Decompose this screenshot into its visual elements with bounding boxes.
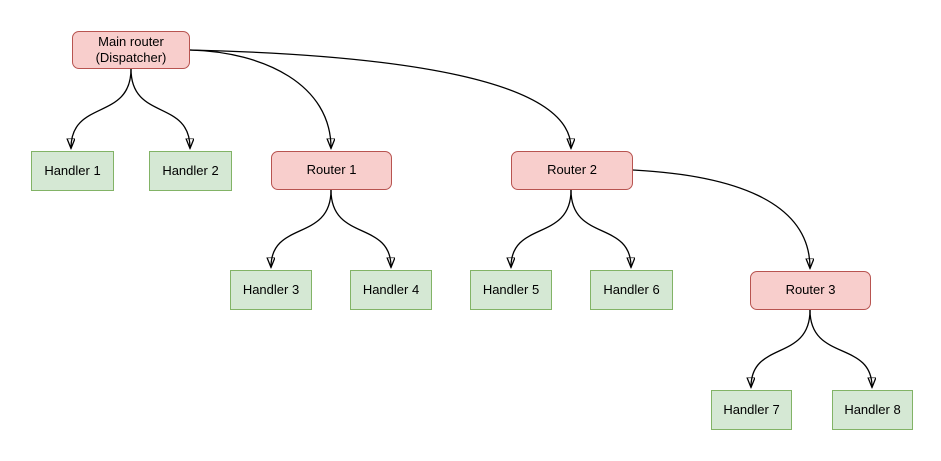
- edge-router-1-to-handler-3: [271, 189, 332, 267]
- node-handler-3-label: Handler 3: [242, 281, 300, 297]
- node-router-2-label: Router 2: [547, 162, 597, 178]
- node-handler-8-label: Handler 8: [844, 401, 901, 417]
- node-handler-7-label: Handler 7: [723, 401, 780, 417]
- node-handler-8: Handler 8: [832, 390, 913, 430]
- node-main-router: Main router (Dispatcher): [72, 31, 190, 69]
- edge-main-router-to-router-1: [189, 49, 331, 148]
- edge-main-router-to-handler-2: [130, 68, 190, 148]
- edge-main-router-to-handler-1: [71, 68, 132, 148]
- node-main-router-label: Main router (Dispatcher): [95, 33, 167, 65]
- node-handler-6: Handler 6: [590, 270, 673, 310]
- node-handler-5-label: Handler 5: [482, 281, 540, 297]
- node-handler-2-label: Handler 2: [162, 162, 219, 178]
- node-handler-4: Handler 4: [350, 270, 432, 310]
- edge-router-3-to-handler-8: [809, 309, 872, 387]
- node-router-3-label: Router 3: [785, 282, 836, 298]
- edge-router-2-to-handler-5: [511, 189, 572, 267]
- node-router-2: Router 2: [511, 151, 633, 190]
- node-handler-7: Handler 7: [711, 390, 792, 430]
- edge-router-3-to-handler-7: [751, 309, 811, 387]
- node-handler-4-label: Handler 4: [362, 281, 420, 297]
- edge-router-2-to-handler-6: [570, 189, 631, 267]
- node-handler-3: Handler 3: [230, 270, 312, 310]
- node-handler-1-label: Handler 1: [44, 162, 101, 178]
- node-handler-5: Handler 5: [470, 270, 552, 310]
- node-handler-2: Handler 2: [149, 151, 232, 191]
- node-handler-1: Handler 1: [31, 151, 114, 191]
- edge-router-2-to-router-3: [632, 169, 810, 268]
- node-router-1: Router 1: [271, 151, 392, 190]
- node-router-1-label: Router 1: [306, 162, 357, 178]
- node-handler-6-label: Handler 6: [603, 281, 660, 297]
- node-router-3: Router 3: [750, 271, 871, 310]
- edge-router-1-to-handler-4: [330, 189, 391, 267]
- edge-main-router-to-router-2: [189, 49, 571, 148]
